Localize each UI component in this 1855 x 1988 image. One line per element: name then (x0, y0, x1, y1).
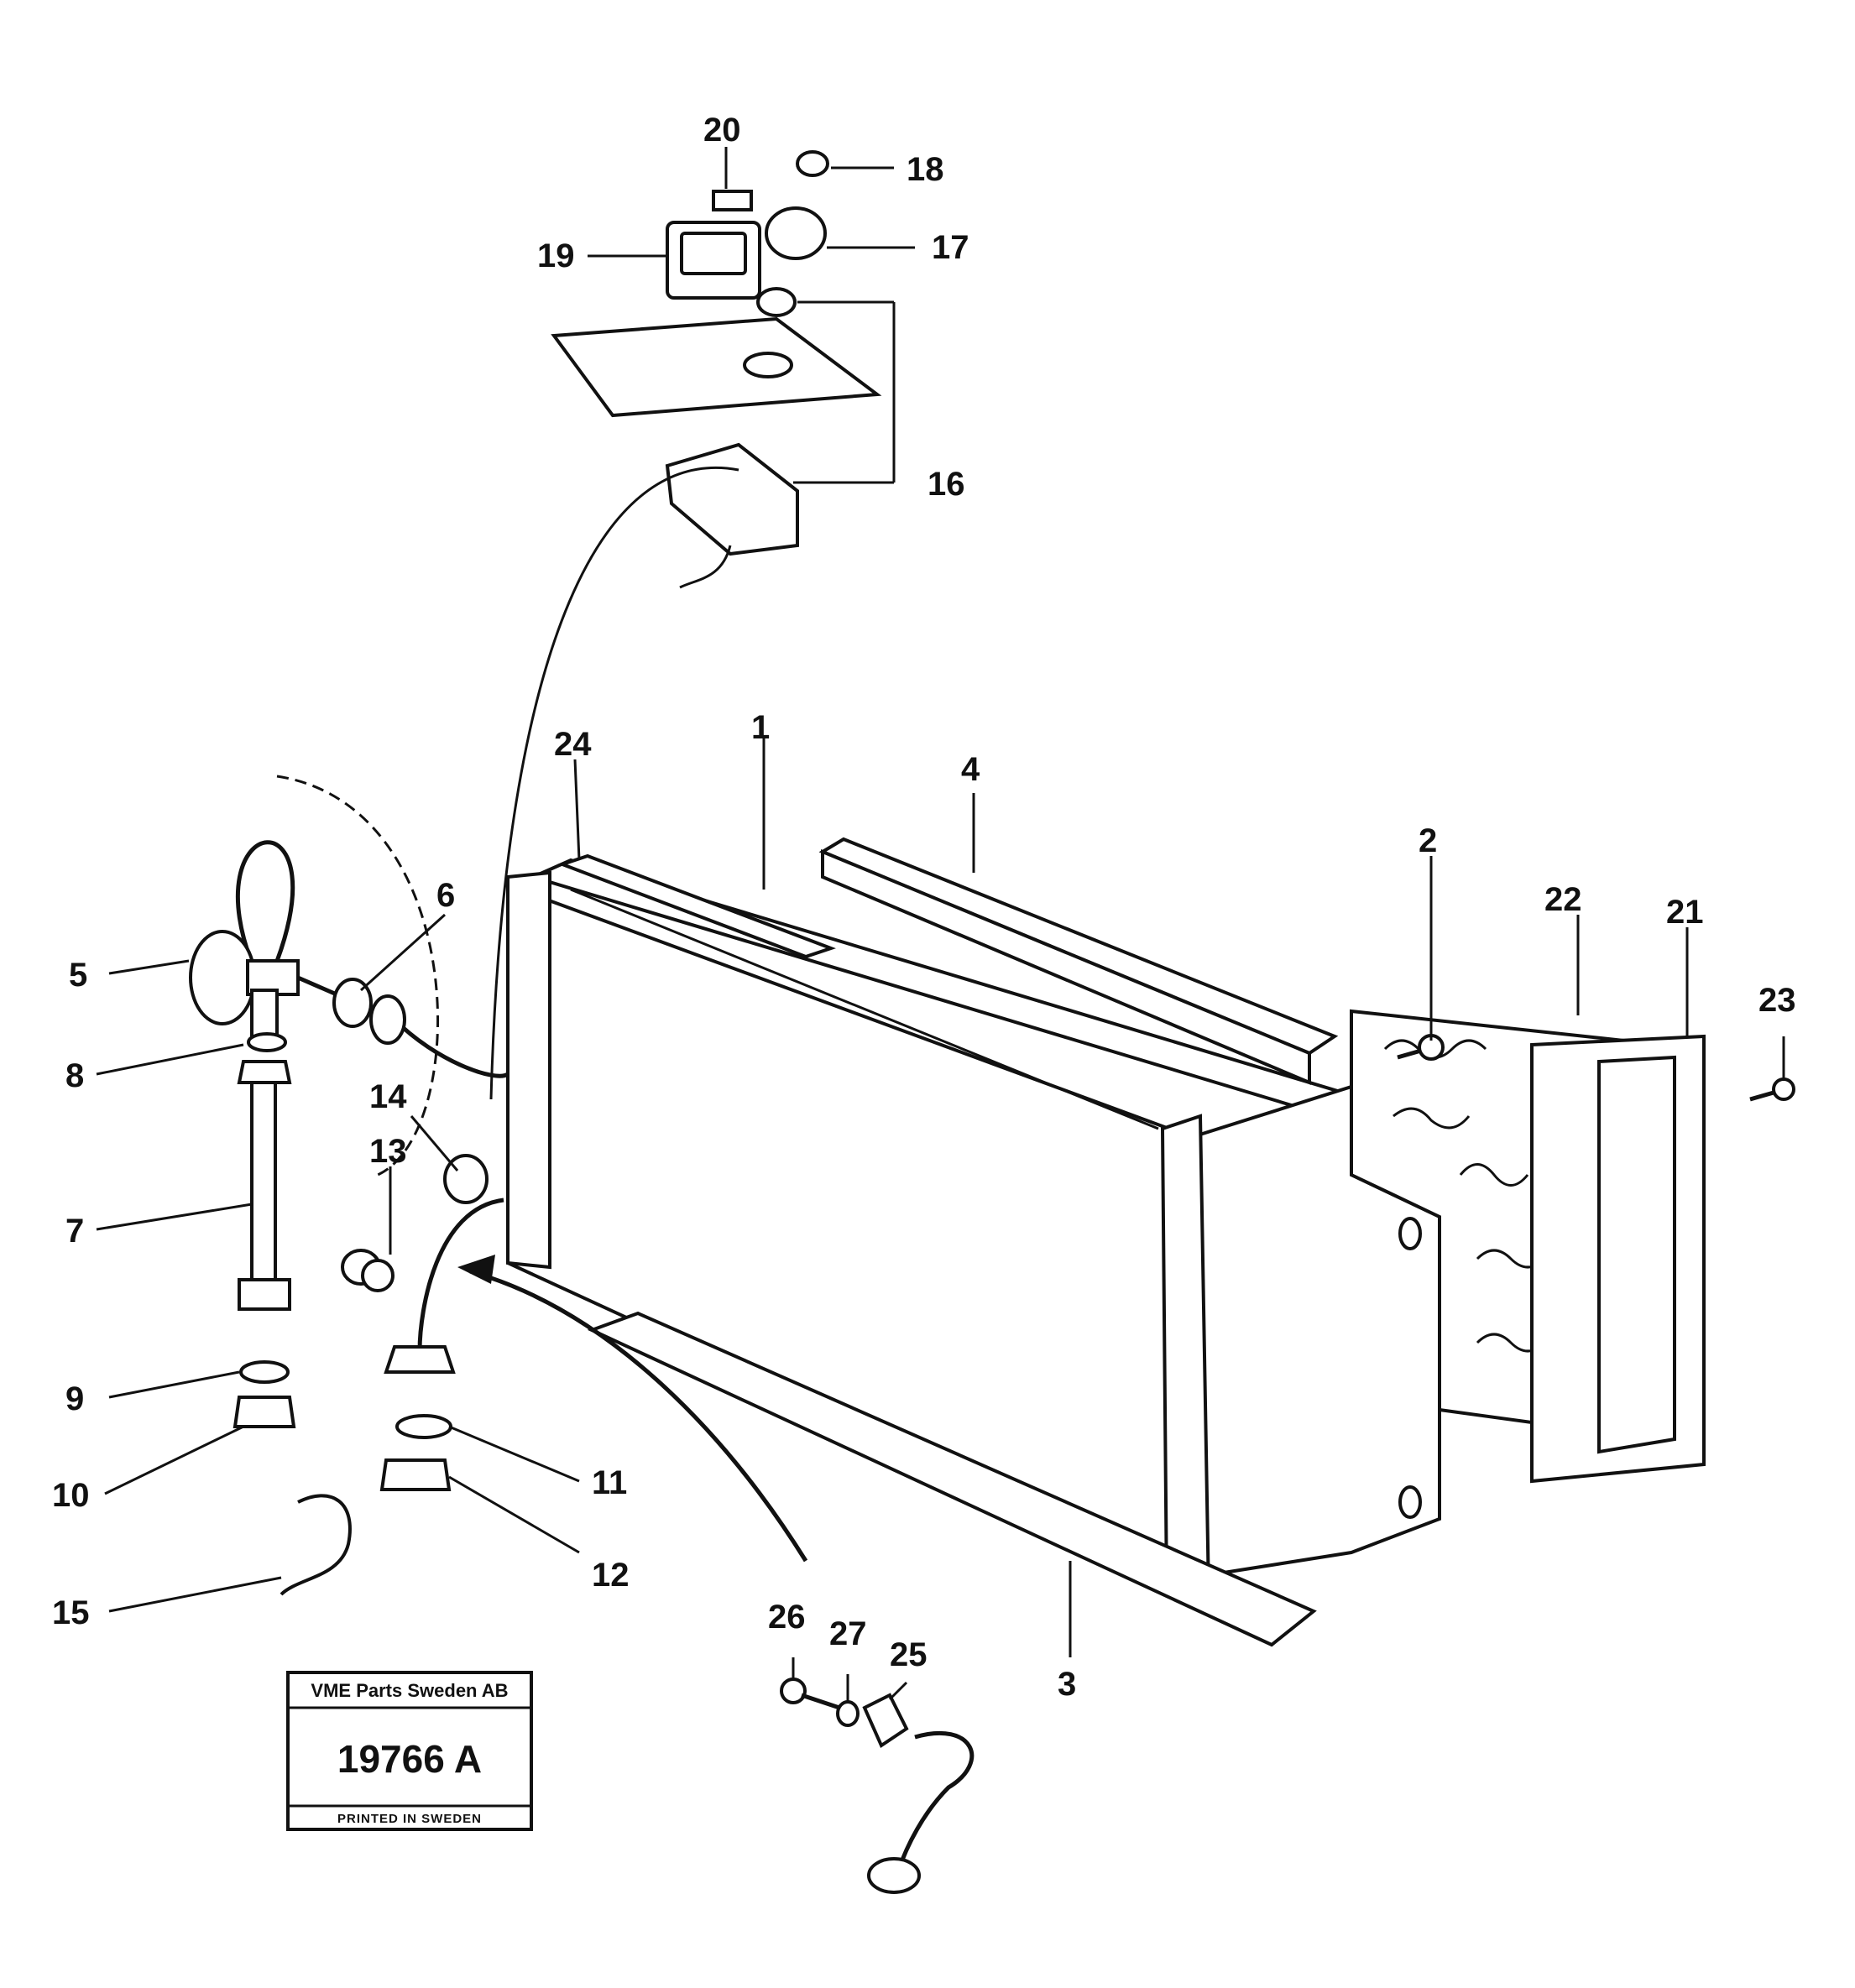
callout-13: 13 (369, 1133, 407, 1170)
bottom-plate-3 (587, 1311, 1317, 1647)
stamp-number: 19766 A (337, 1737, 482, 1781)
callout-17: 17 (932, 229, 969, 266)
callout-6: 6 (436, 877, 455, 914)
callout-19: 19 (537, 237, 575, 274)
callout-18: 18 (907, 151, 944, 188)
callout-9: 9 (65, 1380, 84, 1417)
callout-25: 25 (890, 1636, 928, 1673)
callout-11: 11 (592, 1464, 627, 1501)
switch-assembly (489, 150, 882, 1100)
callout-2: 2 (1419, 822, 1437, 859)
valve-pipe-assembly (189, 775, 808, 1596)
callout-27: 27 (829, 1615, 867, 1652)
callout-5: 5 (69, 957, 87, 994)
callout-7: 7 (65, 1213, 84, 1250)
stamp-company: VME Parts Sweden AB (311, 1680, 508, 1701)
bottom-fittings (780, 1678, 975, 1894)
callout-4: 4 (961, 751, 980, 788)
screw-23 (1749, 1077, 1795, 1102)
callout-10: 10 (52, 1477, 90, 1514)
callout-22: 22 (1544, 881, 1582, 918)
callout-14: 14 (369, 1078, 407, 1115)
callout-8: 8 (65, 1057, 84, 1094)
callout-3: 3 (1058, 1666, 1076, 1703)
stamp-printed: PRINTED IN SWEDEN (337, 1812, 482, 1826)
foam-strip-4 (818, 837, 1339, 1086)
callout-16: 16 (928, 466, 965, 503)
callout-20: 20 (703, 112, 741, 149)
callout-23: 23 (1758, 982, 1796, 1019)
callout-labels: 1 2 3 4 5 6 7 8 9 10 11 12 13 14 15 16 1… (52, 112, 1796, 1703)
leader-lines (96, 147, 1785, 1704)
stamp-box: VME Parts Sweden AB 19766 A PRINTED IN S… (286, 1671, 533, 1831)
callout-1: 1 (751, 709, 770, 746)
callout-24: 24 (554, 726, 592, 763)
filter-frame-21 (1530, 1034, 1706, 1484)
callout-15: 15 (52, 1594, 90, 1631)
callout-12: 12 (592, 1557, 630, 1594)
callout-26: 26 (768, 1599, 806, 1636)
callout-21: 21 (1666, 894, 1704, 931)
